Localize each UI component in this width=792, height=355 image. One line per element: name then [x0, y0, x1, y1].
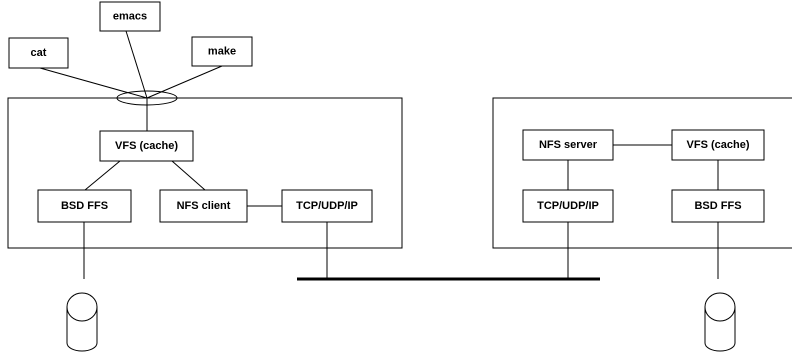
- make-box: make: [191, 36, 253, 67]
- vfs-to-bsdffs-line: [84, 160, 121, 191]
- server-tcp-box: TCP/UDP/IP: [522, 189, 614, 223]
- make-syscall-line: [146, 65, 223, 99]
- server-machine-frame: [492, 97, 792, 249]
- client-vfs-label: VFS (cache): [115, 140, 178, 152]
- emacs-box: emacs: [99, 1, 161, 32]
- client-tcp-box: TCP/UDP/IP: [281, 189, 373, 223]
- vfs-to-nfsclient-line: [171, 160, 206, 191]
- server-tcp-label: TCP/UDP/IP: [537, 200, 599, 212]
- cat-syscall-line: [39, 67, 148, 99]
- server-bsdffs-box: BSD FFS: [671, 189, 765, 223]
- client-disk-icon: [66, 292, 98, 352]
- server-disk-icon: [704, 292, 736, 352]
- cat-box: cat: [8, 37, 69, 69]
- cat-label: cat: [31, 47, 47, 59]
- server-vfs-label: VFS (cache): [687, 139, 750, 151]
- server-vfs-box: VFS (cache): [671, 129, 765, 161]
- client-vfs-box: VFS (cache): [99, 130, 194, 162]
- emacs-syscall-line: [125, 30, 148, 99]
- client-bsdffs-box: BSD FFS: [37, 189, 132, 223]
- emacs-label: emacs: [113, 11, 147, 23]
- client-tcp-label: TCP/UDP/IP: [296, 200, 358, 212]
- make-label: make: [208, 46, 236, 58]
- client-machine-frame: [7, 97, 403, 249]
- nfs-server-label: NFS server: [539, 139, 598, 151]
- nfs-client-label: NFS client: [177, 200, 231, 212]
- client-bsdffs-label: BSD FFS: [61, 200, 108, 212]
- server-bsdffs-label: BSD FFS: [694, 200, 741, 212]
- nfs-server-box: NFS server: [522, 129, 614, 161]
- nfs-client-box: NFS client: [159, 189, 248, 223]
